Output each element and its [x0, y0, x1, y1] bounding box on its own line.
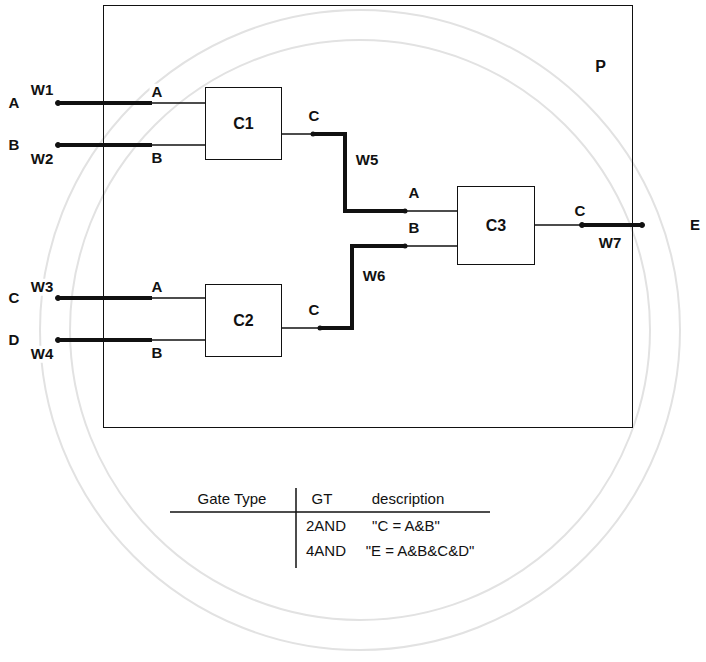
signal-name: B	[407, 220, 422, 237]
wire	[58, 101, 152, 105]
wire-name: W7	[597, 235, 624, 252]
wire	[58, 143, 152, 147]
gate-name: C2	[233, 312, 253, 330]
pin-line	[152, 339, 205, 341]
gate-name: C1	[233, 115, 253, 133]
table-rules	[170, 488, 490, 568]
terminal-dot	[640, 223, 645, 228]
wire-connector	[282, 132, 457, 214]
seal-ring	[70, 40, 650, 620]
gate-name: C3	[486, 217, 506, 235]
watermark-seal	[40, 10, 680, 650]
pin-line	[282, 327, 320, 329]
signal-name: C	[573, 203, 588, 220]
pin-line	[152, 144, 205, 146]
package-box: P C1C2 C3	[103, 5, 633, 428]
signal-name: B	[150, 150, 165, 167]
table-rule	[170, 511, 490, 513]
table-cell: 4AND	[304, 543, 348, 560]
terminal-dot	[403, 244, 408, 249]
signal-name: A	[407, 185, 422, 202]
pin-line	[405, 210, 457, 212]
wire	[58, 296, 152, 300]
table-cell: GT	[310, 491, 335, 508]
seal-ring	[40, 10, 680, 650]
table-cell: Gate Type	[196, 491, 269, 508]
pin-line	[152, 297, 205, 299]
signal-name: B	[7, 137, 22, 154]
wire	[313, 134, 405, 211]
wire-name: W6	[361, 268, 388, 285]
gate-box: C1	[205, 87, 282, 160]
signal-name: A	[7, 95, 22, 112]
terminal-dot	[403, 209, 408, 214]
wire	[582, 223, 642, 227]
table-cell: "E = A&B&C&D"	[364, 543, 477, 560]
signal-name: C	[307, 302, 322, 319]
gate-box: C3	[457, 186, 535, 265]
signal-name: E	[688, 217, 702, 234]
signal-name: D	[7, 332, 22, 349]
wire	[58, 338, 152, 342]
signal-name: B	[150, 345, 165, 362]
table-cell: 2AND	[304, 518, 348, 535]
signal-name: C	[7, 290, 22, 307]
signal-name: A	[150, 84, 165, 101]
pin-line	[535, 224, 582, 226]
wire-connector	[282, 244, 457, 331]
wire-name: W1	[29, 82, 56, 99]
terminal-dot	[318, 326, 323, 331]
wire-name: W3	[29, 279, 56, 296]
wire	[320, 246, 405, 328]
external-wires	[56, 101, 645, 343]
pin-line	[282, 133, 313, 135]
wire-name: W2	[29, 151, 56, 168]
pin-line	[152, 102, 205, 104]
signal-name: A	[150, 279, 165, 296]
pin-line	[405, 245, 457, 247]
package-name: P	[595, 58, 606, 76]
wire-name: W5	[354, 152, 381, 169]
table-rule	[295, 488, 297, 568]
table-cell: description	[370, 491, 447, 508]
terminal-dot	[311, 132, 316, 137]
table-cell: "C = A&B"	[370, 518, 442, 535]
wire-name: W4	[29, 346, 56, 363]
signal-name: C	[307, 108, 322, 125]
gate-box: C2	[205, 284, 282, 357]
